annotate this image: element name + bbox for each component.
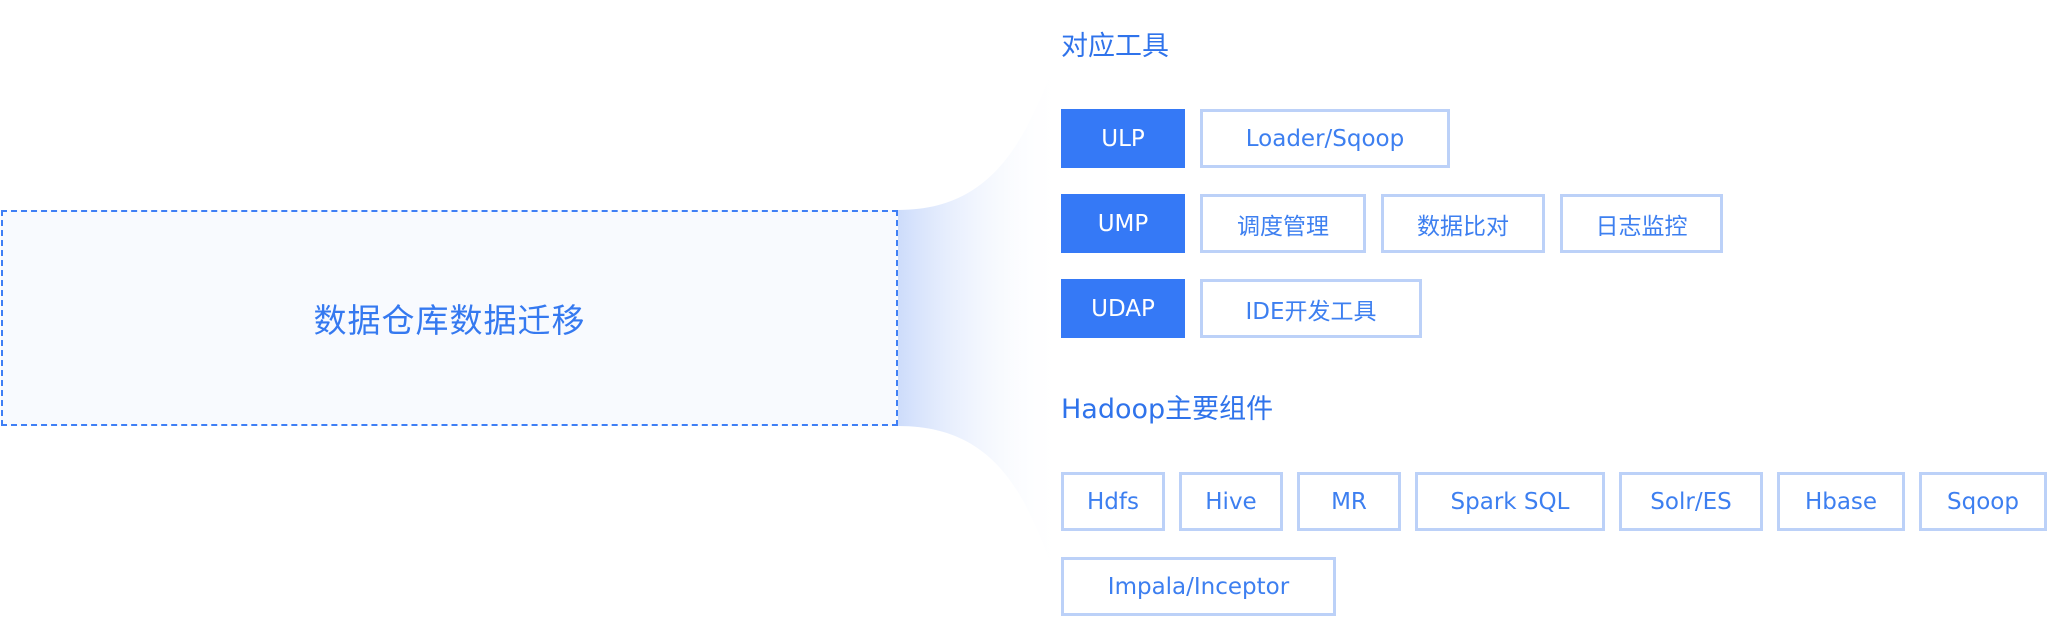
tool-chip: 日志监控 (1560, 194, 1723, 253)
component-chip: MR (1297, 472, 1401, 531)
component-chip: Hbase (1777, 472, 1905, 531)
tool-row-udap: UDAP IDE开发工具 (1061, 279, 1422, 338)
component-chip: Sqoop (1919, 472, 2047, 531)
tool-chip: 调度管理 (1200, 194, 1366, 253)
platform-ulp: ULP (1061, 109, 1185, 168)
source-title: 数据仓库数据迁移 (313, 301, 586, 340)
component-chip: Hdfs (1061, 472, 1165, 531)
platform-udap: UDAP (1061, 279, 1185, 338)
platform-ump: UMP (1061, 194, 1185, 253)
tool-row-ump: UMP 调度管理 数据比对 日志监控 (1061, 194, 1723, 253)
component-chip: Spark SQL (1415, 472, 1605, 531)
tool-chip: IDE开发工具 (1200, 279, 1422, 338)
component-chip: Solr/ES (1619, 472, 1763, 531)
tool-chip: Loader/Sqoop (1200, 109, 1450, 168)
component-chip: Hive (1179, 472, 1283, 531)
tools-section-title: 对应工具 (1061, 31, 1169, 62)
hadoop-section-title: Hadoop主要组件 (1061, 394, 1274, 425)
funnel-shape (898, 40, 1063, 600)
source-box: 数据仓库数据迁移 (1, 210, 898, 426)
tool-chip: 数据比对 (1381, 194, 1545, 253)
hadoop-row-1: Hdfs Hive MR Spark SQL Solr/ES Hbase Sqo… (1061, 472, 2047, 531)
component-chip: Impala/Inceptor (1061, 557, 1336, 616)
hadoop-row-2: Impala/Inceptor (1061, 557, 1336, 616)
tool-row-ulp: ULP Loader/Sqoop (1061, 109, 1450, 168)
